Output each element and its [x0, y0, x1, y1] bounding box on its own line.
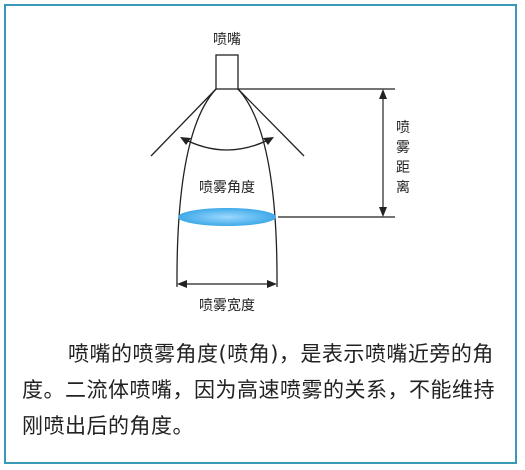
caption-paragraph: 喷嘴的喷雾角度(喷角)，是表示喷嘴近旁的角度。二流体喷嘴，因为高速喷雾的关系，不… — [22, 336, 502, 444]
spray-distance-label-1: 喷 — [396, 120, 410, 136]
spray-width-label: 喷雾宽度 — [199, 297, 255, 314]
spray-angle-label: 喷雾角度 — [199, 180, 255, 196]
nozzle-label: 喷嘴 — [213, 32, 241, 48]
figure-frame — [4, 4, 517, 464]
spray-distance-label-4: 离 — [396, 179, 410, 196]
spray-distance-label-3: 距 — [396, 160, 410, 176]
angle-arrow-right — [263, 137, 274, 145]
width-arrow-left — [177, 280, 187, 288]
angle-line-left — [150, 88, 217, 157]
spray-distance-label-2: 雾 — [396, 140, 410, 156]
caption-text: 喷嘴的喷雾角度(喷角)，是表示喷嘴近旁的角度。二流体喷嘴，因为高速喷雾的关系，不… — [22, 342, 495, 438]
spray-left-edge — [176, 88, 217, 288]
angle-arrow-left — [180, 137, 191, 145]
distance-arrow-bottom — [379, 207, 387, 217]
angle-line-right — [237, 88, 305, 157]
angle-arc — [181, 137, 273, 151]
distance-arrow-top — [379, 89, 387, 99]
spray-right-edge — [237, 88, 278, 288]
width-arrow-right — [267, 280, 277, 288]
spray-angle-diagram: 喷嘴 喷雾角度 喷 雾 距 离 喷雾宽度 — [150, 32, 410, 314]
spray-pattern — [178, 208, 276, 226]
nozzle-body — [215, 54, 239, 90]
